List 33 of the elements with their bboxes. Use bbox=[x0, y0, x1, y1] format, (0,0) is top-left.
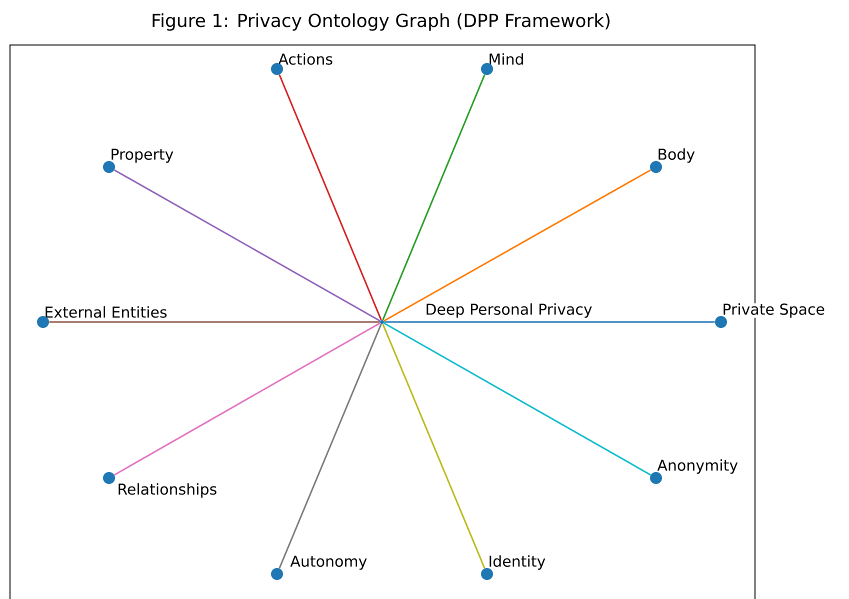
edge-line bbox=[382, 324, 486, 569]
edge-line bbox=[384, 322, 652, 476]
graph-node: Anonymity bbox=[650, 459, 738, 484]
node-label: Relationships bbox=[118, 483, 216, 498]
edge-line bbox=[278, 324, 382, 569]
graph-node: Autonomy bbox=[271, 556, 368, 580]
graph-node: Relationships bbox=[103, 472, 218, 498]
node-label: Private Space bbox=[724, 303, 824, 318]
node-label: Mind bbox=[490, 53, 523, 65]
graph-node: Property bbox=[103, 148, 174, 173]
graph-node: Deep Personal Privacy bbox=[380, 303, 592, 324]
graph-node: Body bbox=[650, 148, 696, 173]
node-label: Deep Personal Privacy bbox=[426, 303, 592, 318]
node-label: Property bbox=[112, 148, 174, 163]
edge-line bbox=[114, 169, 380, 322]
graph-node: Identity bbox=[481, 555, 546, 580]
graph-node: Actions bbox=[271, 53, 333, 75]
node-label: Autonomy bbox=[290, 556, 367, 570]
edge-line bbox=[384, 169, 651, 322]
graph-node: Private Space bbox=[715, 303, 825, 328]
edge-line bbox=[278, 74, 382, 320]
edge-line bbox=[114, 322, 380, 476]
edge-line bbox=[384, 321, 715, 323]
graph-node: External Entities bbox=[37, 306, 168, 328]
node-label: Anonymity bbox=[657, 459, 738, 474]
edge-line bbox=[49, 321, 380, 323]
graph-node: Mind bbox=[481, 53, 524, 75]
node-label: Body bbox=[658, 148, 695, 163]
node-label: Identity bbox=[490, 555, 546, 570]
node-label: Actions bbox=[278, 53, 332, 65]
edge-line bbox=[382, 74, 486, 320]
title: Figure 1: Privacy Ontology Graph (DPP Framework) bbox=[152, 13, 610, 31]
node-label: External Entities bbox=[46, 306, 167, 318]
